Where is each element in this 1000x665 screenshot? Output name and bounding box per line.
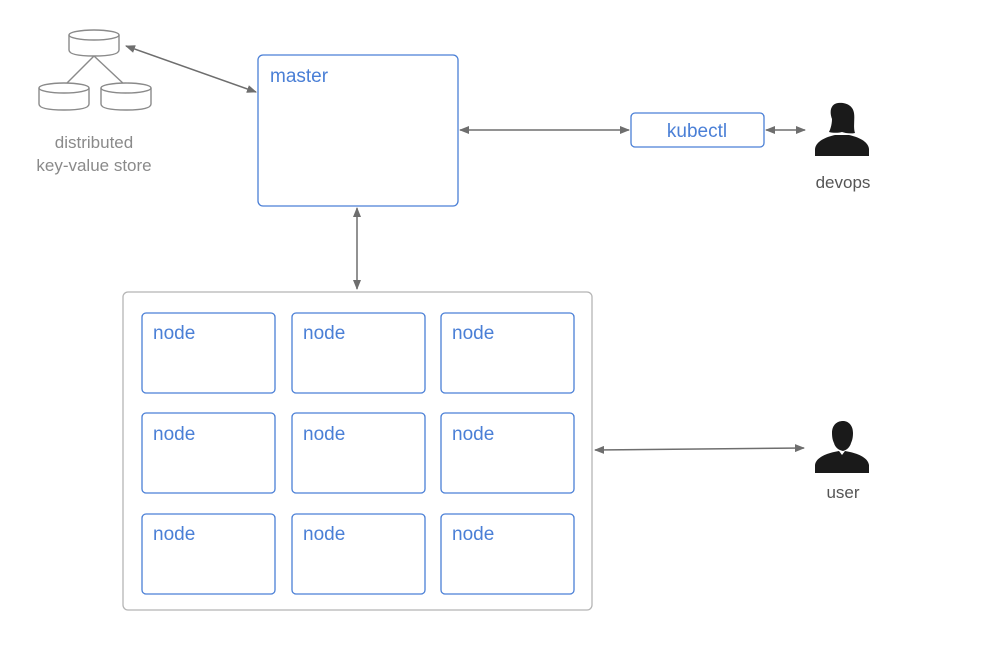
user-label: user [826,483,859,502]
database-icon-left [38,82,90,111]
arrow-cluster-user [594,444,805,454]
node-box[interactable]: node [440,412,575,494]
node-box[interactable]: node [141,312,276,394]
node-label: node [303,424,345,445]
kubectl-box[interactable] [630,112,765,148]
store-label-line1: distributed [55,133,133,152]
arrow-store-master [125,45,257,93]
node-box[interactable]: node [141,513,276,595]
node-label: node [153,424,195,445]
master-label: master [270,66,329,87]
node-box[interactable]: node [141,412,276,494]
person-silhouette-icon [815,421,869,473]
node-box[interactable]: node [291,412,426,494]
node-box[interactable]: node [440,312,575,394]
database-icon-right [100,82,152,111]
kubectl-label: kubectl [667,121,727,142]
store-label-line2: key-value store [36,156,151,175]
node-label: node [153,323,195,344]
devops-label: devops [816,173,871,192]
node-label: node [452,424,494,445]
node-box[interactable]: node [291,312,426,394]
database-cluster-icon [38,29,152,111]
database-icon-top [68,29,120,57]
node-label: node [303,323,345,344]
master-box[interactable] [257,54,459,207]
node-label: node [303,524,345,545]
node-label: node [452,323,494,344]
node-label: node [153,524,195,545]
person-silhouette-icon [815,102,869,156]
node-label: node [452,524,494,545]
node-box[interactable]: node [291,513,426,595]
node-box[interactable]: node [440,513,575,595]
